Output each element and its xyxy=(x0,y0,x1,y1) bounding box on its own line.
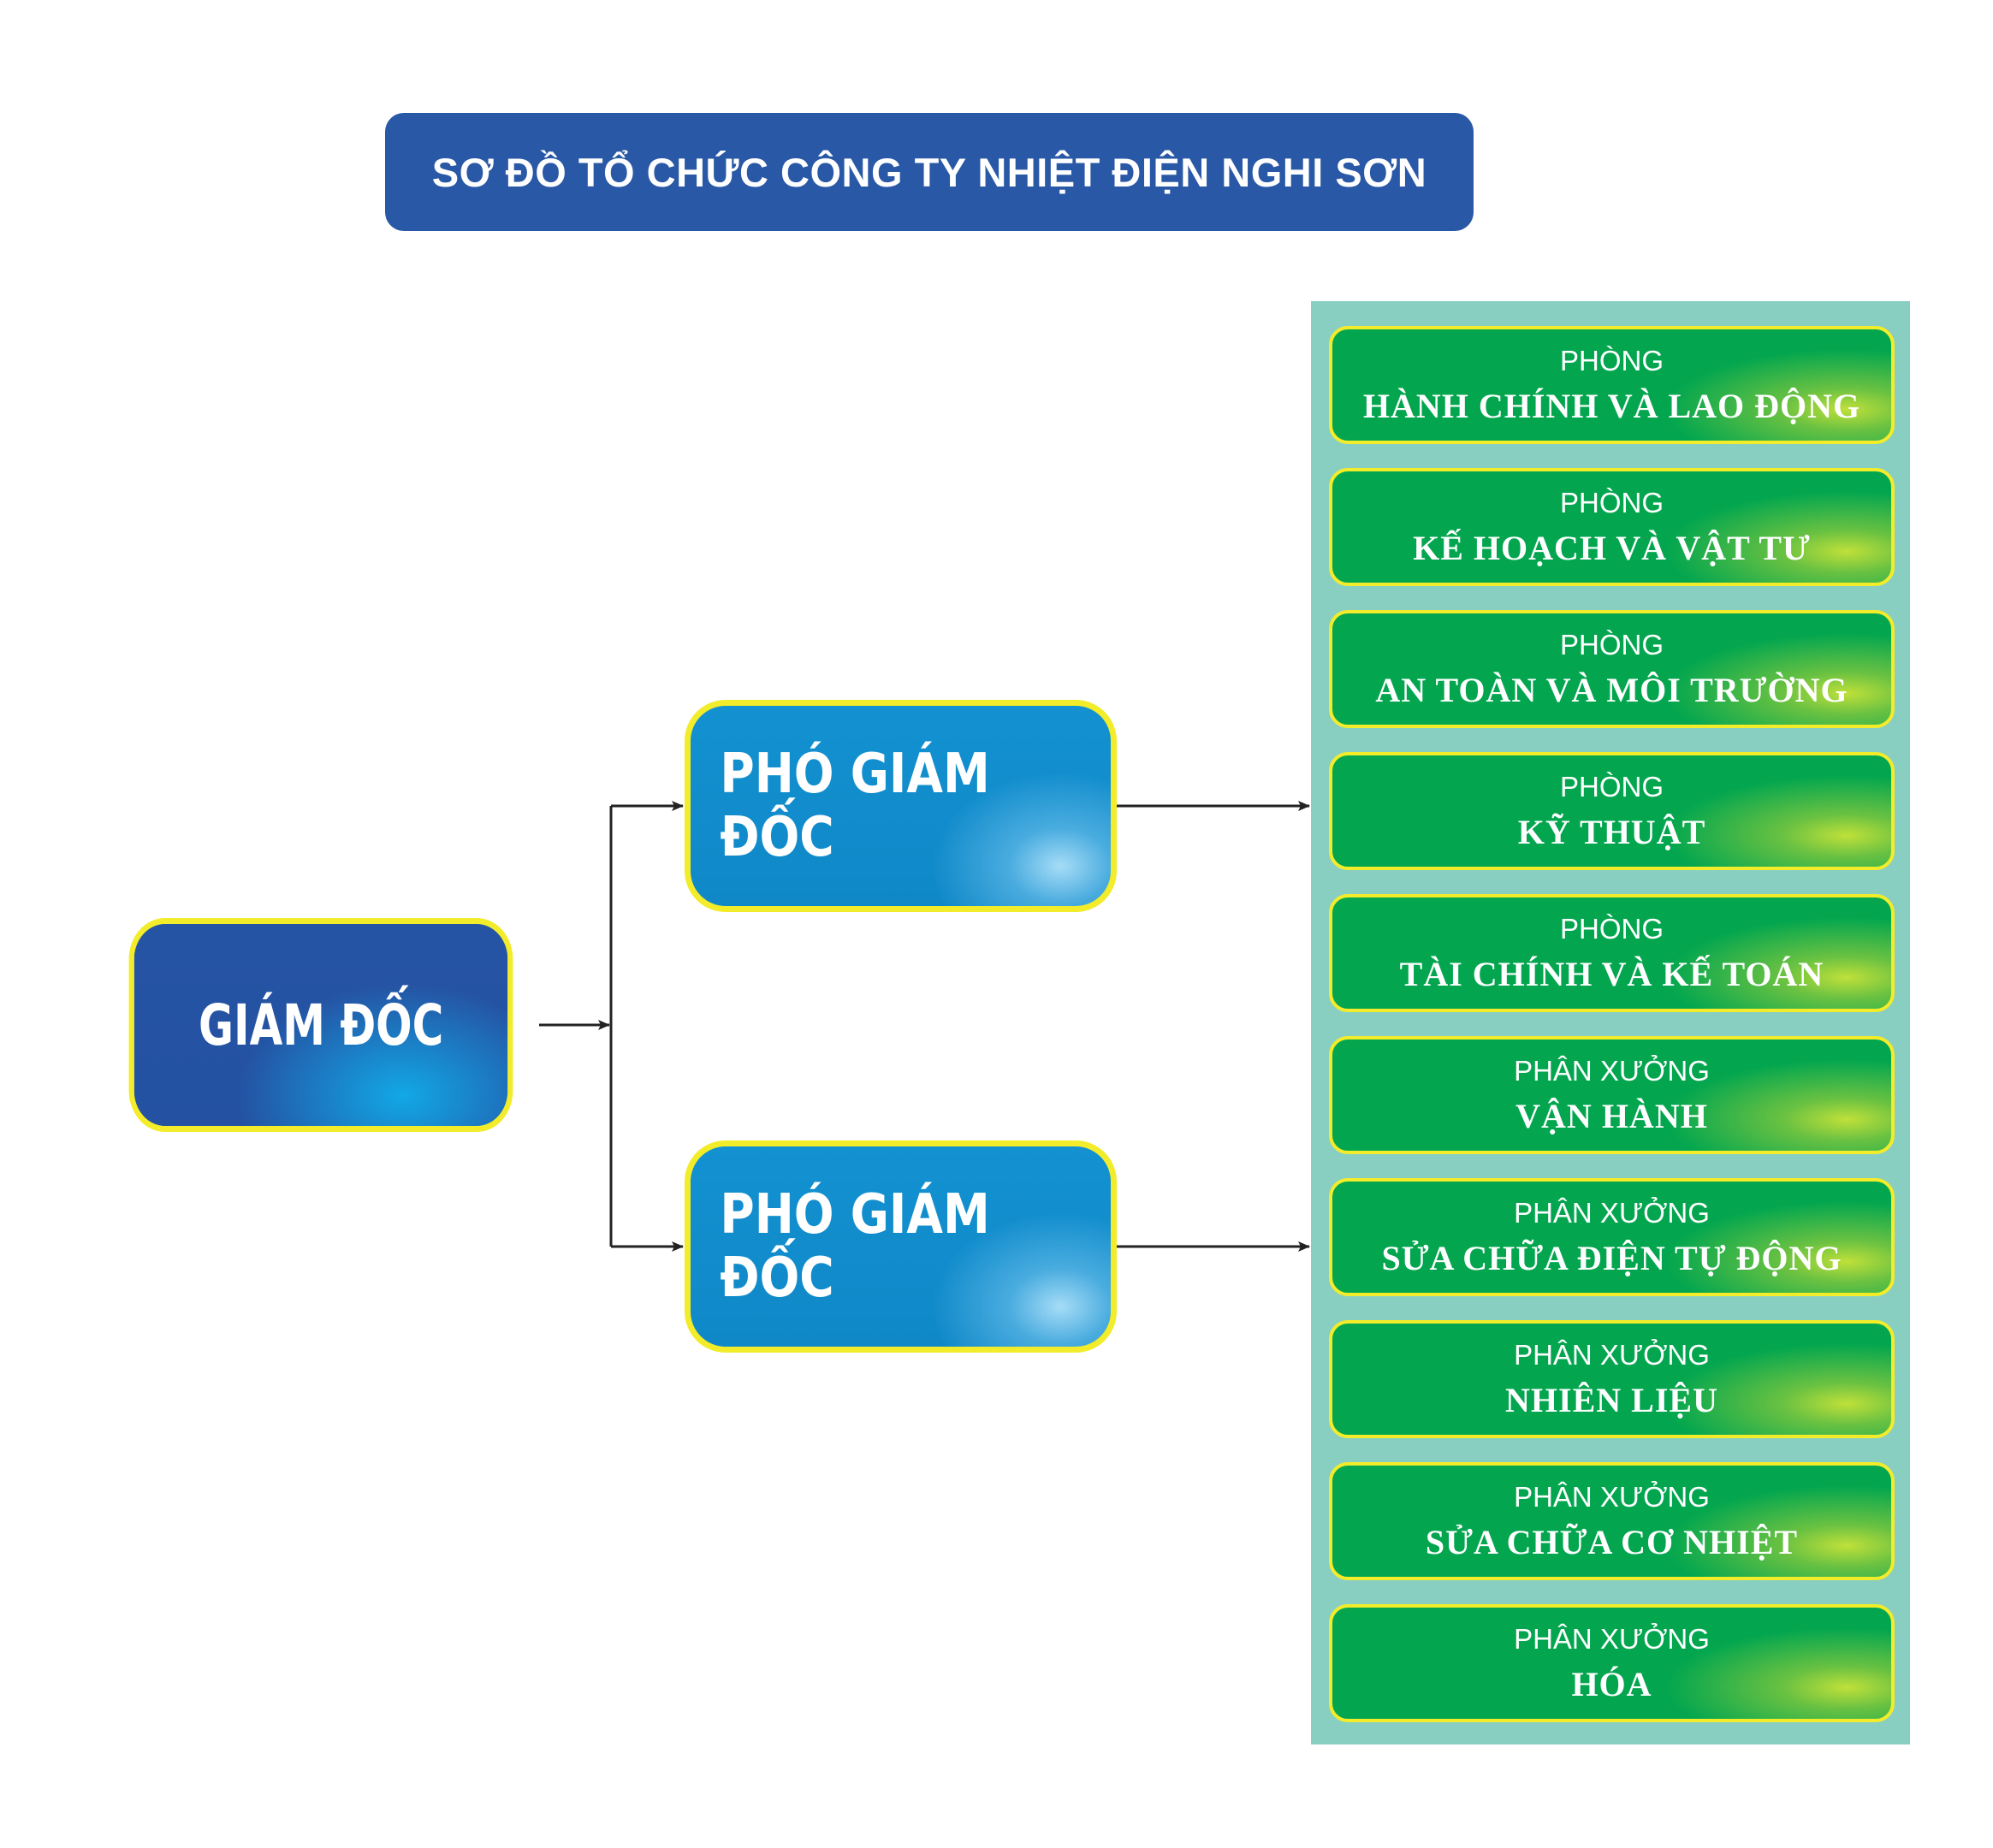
department-kind: PHÂN XƯỞNG xyxy=(1514,1623,1710,1655)
department-name: SỬA CHỮA CƠ NHIỆT xyxy=(1425,1523,1799,1561)
director-label: GIÁM ĐỐC xyxy=(198,992,444,1058)
director-box: GIÁM ĐỐC xyxy=(128,918,513,1132)
department-box-8: PHÂN XƯỞNG NHIÊN LIỆU xyxy=(1329,1320,1895,1438)
department-kind: PHÂN XƯỞNG xyxy=(1514,1197,1710,1229)
department-box-10: PHÂN XƯỞNG HÓA xyxy=(1329,1604,1895,1722)
department-kind: PHÂN XƯỞNG xyxy=(1514,1339,1710,1371)
deputy-director-box-1: PHÓ GIÁM ĐỐC xyxy=(685,700,1117,912)
chart-title: SƠ ĐỒ TỔ CHỨC CÔNG TY NHIỆT ĐIỆN NGHI SƠ… xyxy=(385,113,1474,231)
department-name: AN TOÀN VÀ MÔI TRƯỜNG xyxy=(1375,671,1848,709)
deputy-director-label-2: PHÓ GIÁM ĐỐC xyxy=(720,1183,990,1310)
department-kind: PHÂN XƯỞNG xyxy=(1514,1055,1710,1087)
department-box-3: PHÒNG AN TOÀN VÀ MÔI TRƯỜNG xyxy=(1329,610,1895,728)
department-kind: PHÂN XƯỞNG xyxy=(1514,1481,1710,1513)
department-name: KẾ HOẠCH VÀ VẬT TƯ xyxy=(1413,529,1811,567)
department-kind: PHÒNG xyxy=(1559,345,1664,376)
department-box-9: PHÂN XƯỞNG SỬA CHỮA CƠ NHIỆT xyxy=(1329,1462,1895,1580)
department-name: HÓA xyxy=(1571,1665,1652,1703)
department-box-4: PHÒNG KỸ THUẬT xyxy=(1329,752,1895,870)
department-name: NHIÊN LIỆU xyxy=(1505,1381,1718,1419)
department-box-1: PHÒNG HÀNH CHÍNH VÀ LAO ĐỘNG xyxy=(1329,326,1895,444)
department-name: TÀI CHÍNH VÀ KẾ TOÁN xyxy=(1399,955,1824,993)
department-box-5: PHÒNG TÀI CHÍNH VÀ KẾ TOÁN xyxy=(1329,894,1895,1012)
department-name: SỬA CHỮA ĐIỆN TỰ ĐỘNG xyxy=(1381,1239,1842,1277)
department-box-7: PHÂN XƯỞNG SỬA CHỮA ĐIỆN TỰ ĐỘNG xyxy=(1329,1178,1895,1296)
department-box-6: PHÂN XƯỞNG VẬN HÀNH xyxy=(1329,1036,1895,1154)
department-kind: PHÒNG xyxy=(1559,913,1664,945)
deputy-director-box-2: PHÓ GIÁM ĐỐC xyxy=(685,1140,1117,1353)
department-box-2: PHÒNG KẾ HOẠCH VÀ VẬT TƯ xyxy=(1329,468,1895,586)
department-name: VẬN HÀNH xyxy=(1516,1097,1708,1135)
department-name: HÀNH CHÍNH VÀ LAO ĐỘNG xyxy=(1362,387,1861,425)
department-kind: PHÒNG xyxy=(1559,629,1664,660)
deputy-director-label-1: PHÓ GIÁM ĐỐC xyxy=(720,743,990,869)
department-kind: PHÒNG xyxy=(1559,771,1664,803)
department-kind: PHÒNG xyxy=(1559,487,1664,518)
department-name: KỸ THUẬT xyxy=(1517,813,1706,851)
